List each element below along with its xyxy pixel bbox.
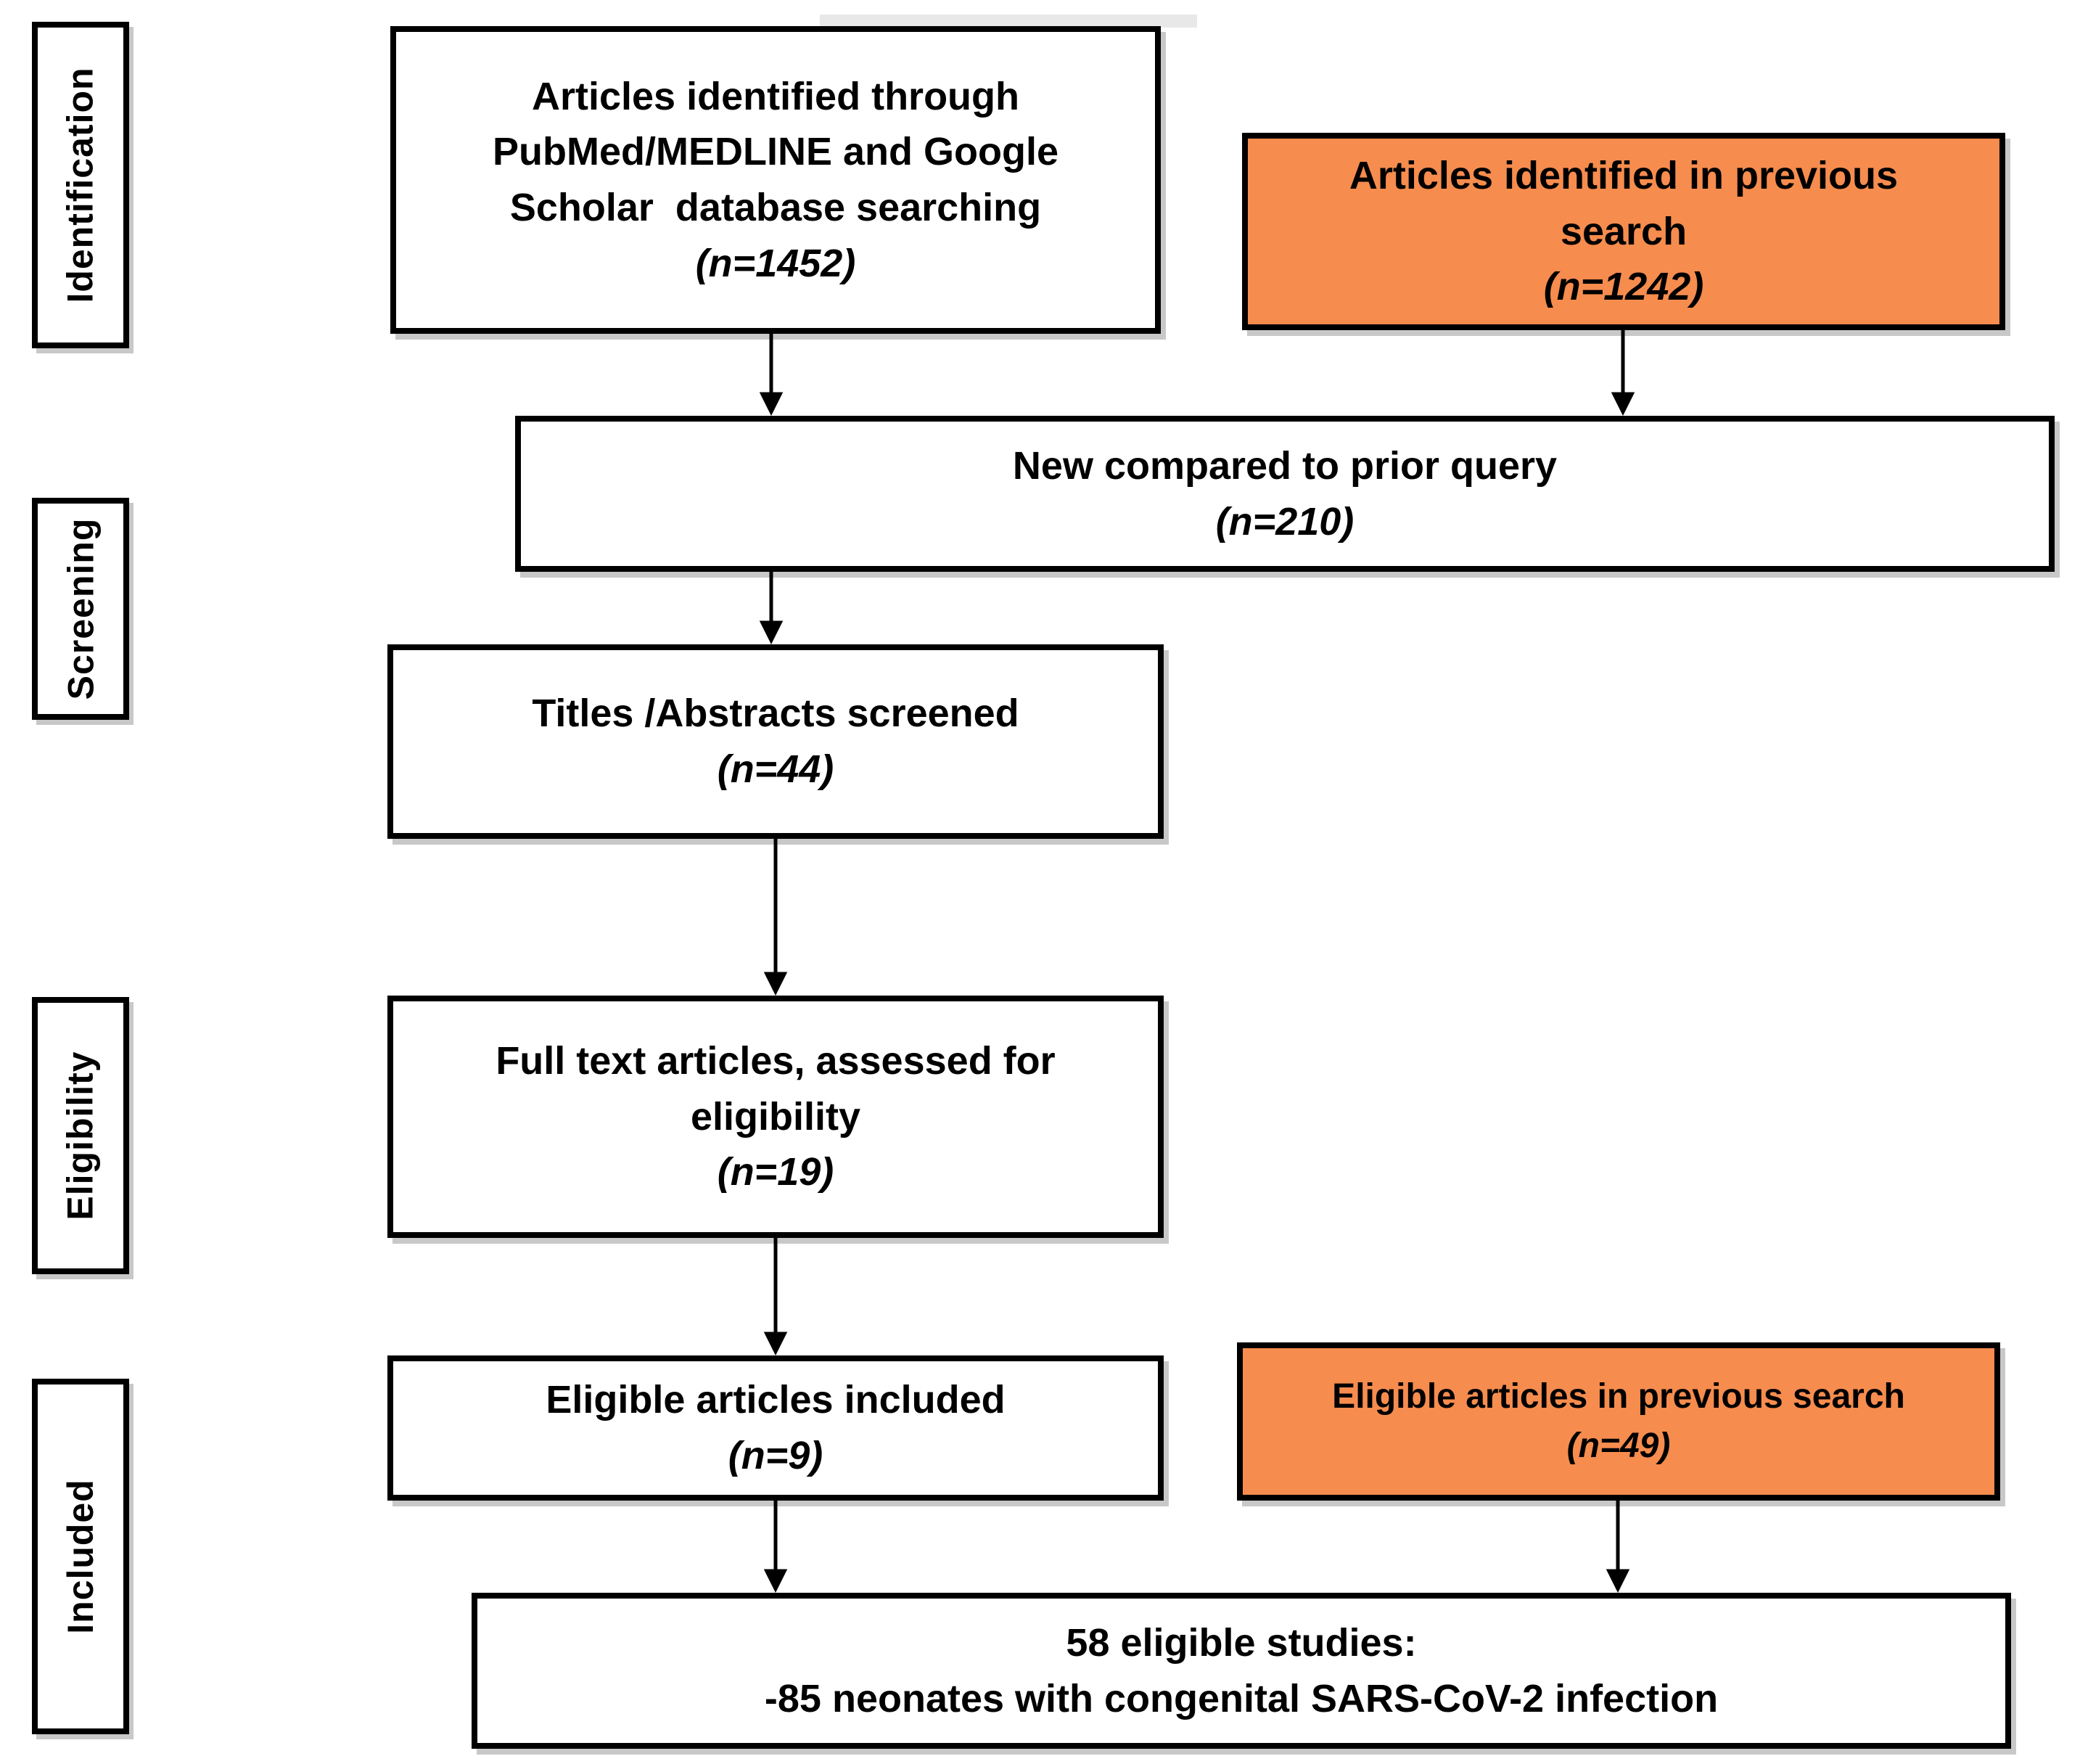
flow-box-identified: Articles identified through PubMed/MEDLI… (390, 26, 1161, 334)
flow-box-n-value: (n=49) (1566, 1427, 1671, 1465)
flow-box-n-value: (n=9) (728, 1434, 823, 1477)
stage-box-identification: Identification (32, 22, 129, 348)
flow-box-text-line: Eligible articles included (546, 1378, 1006, 1422)
flow-box-text-line: eligibility (690, 1094, 861, 1139)
flow-box-eligible-previous: Eligible articles in previous search (n=… (1237, 1342, 2000, 1501)
flow-box-text-line: New compared to prior query (1012, 443, 1558, 488)
flow-box-n-value: (n=44) (717, 747, 834, 791)
flow-box-fulltext-assessed: Full text articles, assessed for eligibi… (387, 996, 1164, 1238)
flow-box-text-line: Articles identified through (531, 74, 1020, 118)
flow-box-screened: Titles /Abstracts screened (n=44) (387, 644, 1164, 839)
flow-box-new-query: New compared to prior query (n=210) (515, 416, 2055, 572)
flow-box-text-line: search (1560, 209, 1688, 253)
flow-box-text-line: -85 neonates with congenital SARS-CoV-2 … (764, 1676, 1719, 1720)
flow-box-eligible-included: Eligible articles included (n=9) (387, 1355, 1164, 1501)
flow-box-text-line: Scholar database searching (509, 186, 1042, 229)
flow-box-n-value: (n=1452) (695, 241, 856, 285)
flow-box-text-line: PubMed/MEDLINE and Google (493, 130, 1059, 174)
stage-label-included: Included (60, 1479, 102, 1634)
flow-box-text-line: Full text articles, assessed for (496, 1038, 1056, 1083)
stage-label-screening: Screening (60, 517, 101, 700)
flow-box-text-line: Eligible articles in previous search (1332, 1377, 1905, 1416)
flow-box-text-line: Articles identified in previous (1349, 153, 1899, 197)
stage-box-included: Included (32, 1379, 129, 1734)
flow-box-n-value: (n=19) (717, 1150, 834, 1194)
stage-label-identification: Identification (60, 67, 102, 303)
flow-box-n-value: (n=1242) (1543, 265, 1704, 309)
stage-box-eligibility: Eligibility (32, 997, 129, 1274)
stage-box-screening: Screening (32, 498, 129, 720)
scan-artifact-strip (820, 15, 1197, 28)
flow-box-previous-search: Articles identified in previous search (… (1242, 133, 2005, 330)
stage-label-eligibility: Eligibility (60, 1051, 101, 1221)
flow-box-n-value: (n=210) (1215, 499, 1355, 543)
flow-box-final-total: 58 eligible studies: -85 neonates with c… (472, 1593, 2011, 1749)
flow-box-text-line: Titles /Abstracts screened (532, 692, 1019, 736)
flow-box-text-line: 58 eligible studies: (1066, 1620, 1417, 1665)
